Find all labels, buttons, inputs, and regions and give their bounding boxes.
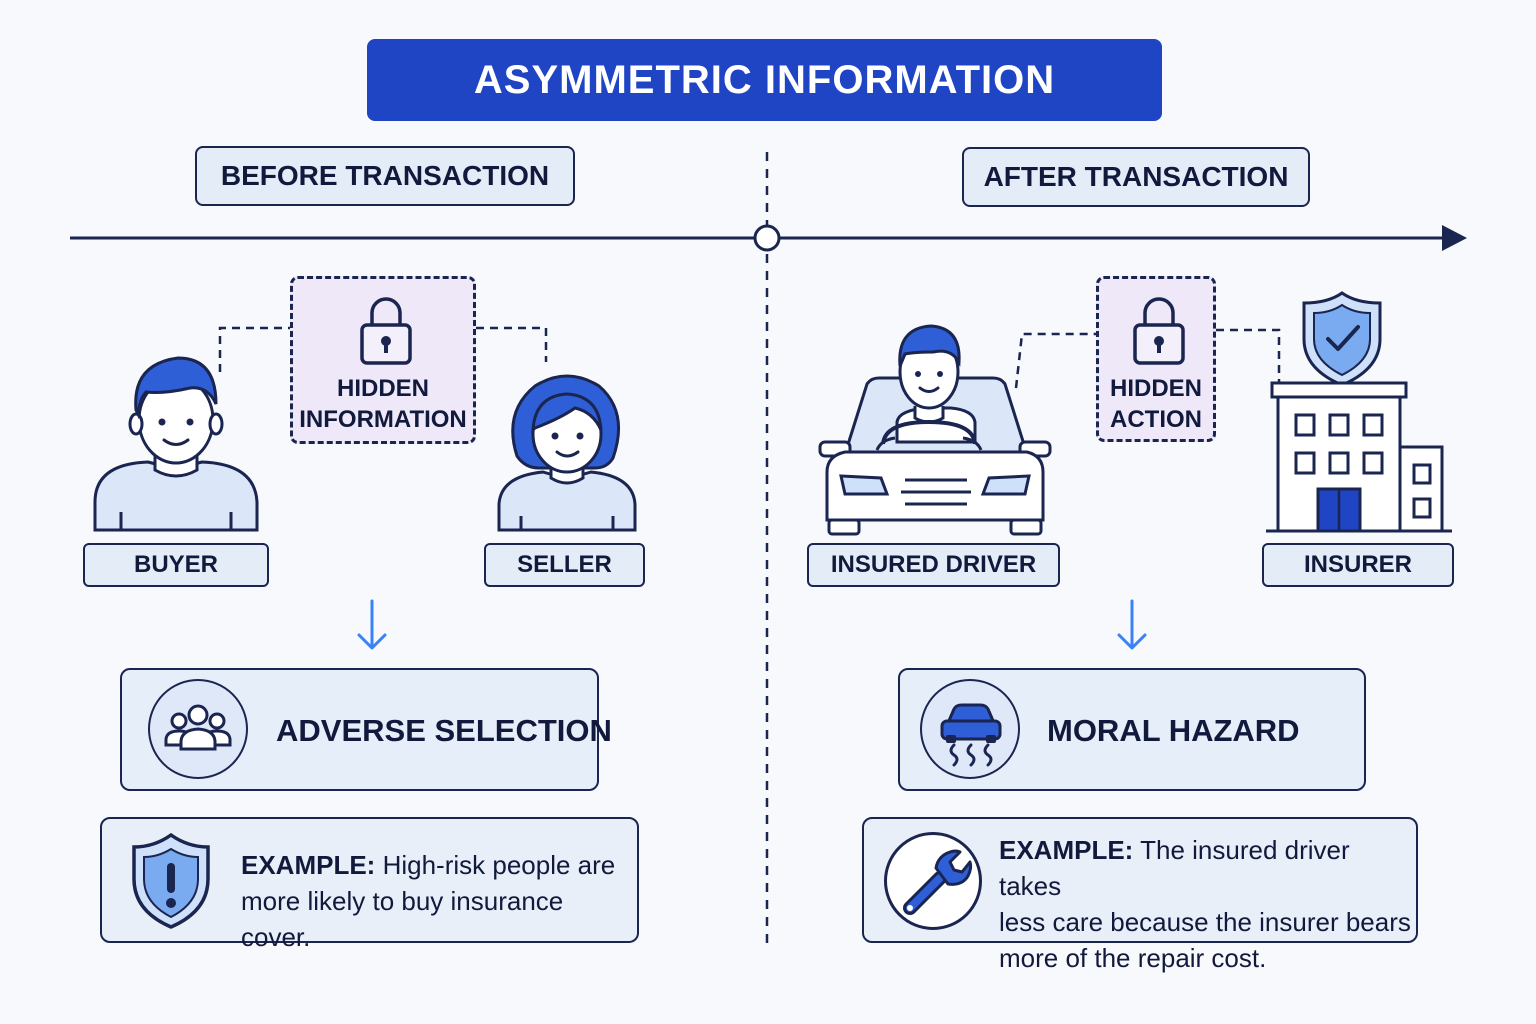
concept-icon-circle bbox=[148, 679, 248, 779]
driver-in-car-icon bbox=[818, 324, 1052, 536]
group-of-people-icon bbox=[164, 704, 231, 750]
before-transaction-label: BEFORE TRANSACTION bbox=[195, 146, 575, 206]
seller-person-icon bbox=[497, 374, 637, 532]
page-title: ASYMMETRIC INFORMATION bbox=[367, 39, 1162, 121]
warning-shield-icon bbox=[132, 832, 210, 929]
hidden-action-box: HIDDEN ACTION bbox=[1096, 276, 1216, 442]
timeline-arrowhead bbox=[1442, 225, 1467, 251]
example-line2: less care because the insurer bears bbox=[999, 907, 1411, 937]
padlock-icon bbox=[1133, 297, 1185, 365]
adverse-selection-box: ADVERSE SELECTION bbox=[120, 668, 612, 791]
example-prefix: EXAMPLE: bbox=[999, 835, 1134, 865]
insurer-label: INSURER bbox=[1262, 543, 1454, 587]
example-line3: more of the repair cost. bbox=[999, 943, 1267, 973]
example-line1: High-risk people are bbox=[382, 850, 616, 880]
hidden-action-line2: ACTION bbox=[1110, 406, 1202, 433]
moral-hazard-box: MORAL HAZARD bbox=[898, 668, 1366, 791]
adverse-selection-title: ADVERSE SELECTION bbox=[276, 713, 612, 748]
example-line2: more likely to buy insurance cover. bbox=[241, 886, 564, 952]
buyer-hidden-connector bbox=[218, 326, 290, 372]
example-prefix: EXAMPLE: bbox=[241, 850, 376, 880]
moral-hazard-example-box: EXAMPLE: The insured driver takes less c… bbox=[862, 817, 1418, 973]
insurer-building-with-shield-icon bbox=[1266, 291, 1452, 533]
buyer-person-icon bbox=[93, 356, 259, 532]
right-down-arrow-icon bbox=[1117, 599, 1147, 650]
timeline-midpoint bbox=[753, 224, 781, 252]
hidden-action-line1: HIDDEN bbox=[1109, 375, 1202, 402]
after-transaction-label: AFTER TRANSACTION bbox=[962, 147, 1310, 207]
seller-label: SELLER bbox=[484, 543, 645, 587]
example-line1: The insured driver takes bbox=[999, 835, 1350, 901]
hidden-information-line1: HIDDEN bbox=[336, 375, 429, 402]
insured-driver-label: INSURED DRIVER bbox=[807, 543, 1060, 587]
wrench-icon-circle bbox=[884, 832, 982, 930]
seller-hidden-connector bbox=[476, 326, 548, 362]
insurer-hidden-connector bbox=[1216, 328, 1281, 382]
adverse-selection-example-text: EXAMPLE: High-risk people are more likel… bbox=[241, 847, 637, 955]
moral-hazard-title: MORAL HAZARD bbox=[1047, 713, 1300, 748]
concept-icon-circle bbox=[920, 679, 1020, 779]
adverse-selection-example-box: EXAMPLE: High-risk people are more likel… bbox=[100, 817, 639, 952]
skidding-car-icon bbox=[940, 703, 1001, 766]
moral-hazard-example-text: EXAMPLE: The insured driver takes less c… bbox=[999, 832, 1416, 976]
left-down-arrow-icon bbox=[357, 599, 387, 650]
driver-hidden-connector bbox=[1014, 332, 1096, 389]
buyer-label: BUYER bbox=[83, 543, 269, 587]
hidden-information-line2: INFORMATION bbox=[299, 406, 467, 433]
wrench-icon bbox=[903, 849, 973, 915]
hidden-information-box: HIDDEN INFORMATION bbox=[290, 276, 476, 444]
padlock-icon bbox=[360, 297, 412, 365]
